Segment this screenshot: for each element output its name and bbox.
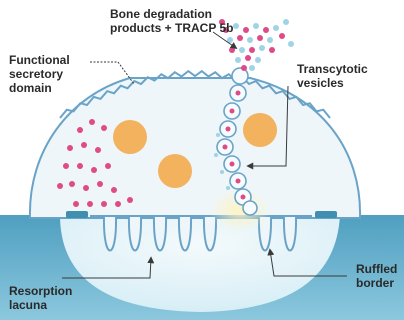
label-line: Bone degradation: [110, 7, 233, 21]
degradation-particle-icon: [255, 57, 261, 63]
degradation-particle-icon: [249, 65, 255, 71]
granule-icon: [77, 127, 83, 133]
degradation-particle-icon: [259, 45, 265, 51]
granule-icon: [87, 201, 93, 207]
label-line: Ruffled: [356, 262, 397, 276]
granule-icon: [69, 181, 75, 187]
label-resorption-lacuna: Resorption lacuna: [9, 284, 72, 312]
degradation-particle-icon: [273, 25, 279, 31]
granule-icon: [101, 201, 107, 207]
vesicle-cargo-icon: [236, 91, 241, 96]
degradation-particle-icon: [269, 47, 275, 53]
granule-icon: [95, 147, 101, 153]
granule-icon: [111, 187, 117, 193]
label-line: lacuna: [9, 298, 72, 312]
degradation-particle-icon: [245, 55, 251, 61]
nucleus-icon: [113, 120, 147, 154]
degradation-particle-icon: [283, 19, 289, 25]
vesicle-cargo-icon: [223, 145, 228, 150]
vesicle-icon: [243, 201, 257, 215]
granule-icon: [73, 201, 79, 207]
granule-icon: [97, 181, 103, 187]
label-line: Functional: [9, 53, 70, 67]
label-line: vesicles: [297, 76, 368, 90]
label-line: secretory: [9, 67, 70, 81]
granule-icon: [77, 163, 83, 169]
vesicle-dot-icon: [214, 153, 218, 157]
vesicle-cargo-icon: [236, 179, 241, 184]
vesicle-cargo-icon: [226, 127, 231, 132]
granule-icon: [115, 201, 121, 207]
label-ruffled-border: Ruffled border: [356, 262, 397, 290]
label-secretory-domain: Functional secretory domain: [9, 53, 70, 95]
granule-icon: [91, 167, 97, 173]
cell-body: [30, 78, 360, 218]
label-line: border: [356, 276, 397, 290]
granule-icon: [127, 197, 133, 203]
degradation-particle-icon: [237, 35, 243, 41]
sealing-zone-left: [66, 211, 88, 218]
granule-icon: [83, 185, 89, 191]
degradation-particle-icon: [257, 35, 263, 41]
degradation-particle-icon: [239, 47, 245, 53]
nucleus-icon: [243, 113, 277, 147]
granule-icon: [57, 183, 63, 189]
granule-icon: [101, 125, 107, 131]
vesicle-cargo-icon: [230, 162, 235, 167]
degradation-particle-icon: [247, 37, 253, 43]
nucleus-icon: [158, 154, 192, 188]
degradation-particle-icon: [241, 65, 247, 71]
degradation-particle-icon: [235, 57, 241, 63]
degradation-particle-icon: [263, 27, 269, 33]
granule-icon: [81, 142, 87, 148]
degradation-particle-icon: [253, 23, 259, 29]
degradation-particle-icon: [267, 37, 273, 43]
granule-icon: [63, 163, 69, 169]
granule-icon: [105, 163, 111, 169]
vesicle-dot-icon: [220, 170, 224, 174]
degradation-particle-icon: [288, 41, 294, 47]
degradation-particle-icon: [233, 23, 239, 29]
degradation-particle-icon: [249, 47, 255, 53]
vesicle-dot-icon: [226, 186, 230, 190]
label-degradation-products: Bone degradation products + TRACP 5b: [110, 7, 233, 35]
granule-icon: [89, 119, 95, 125]
vesicle-cargo-icon: [230, 109, 235, 114]
label-line: Resorption: [9, 284, 72, 298]
sealing-zone-right: [315, 211, 337, 218]
degradation-particle-icon: [229, 47, 235, 53]
vesicle-dot-icon: [216, 133, 220, 137]
degradation-particle-icon: [279, 33, 285, 39]
degradation-particle-icon: [243, 27, 249, 33]
label-transcytotic-vesicles: Transcytotic vesicles: [297, 62, 368, 90]
granule-icon: [67, 145, 73, 151]
label-line: Transcytotic: [297, 62, 368, 76]
vesicle-cargo-icon: [241, 195, 246, 200]
label-line: domain: [9, 81, 70, 95]
label-line: products + TRACP 5b: [110, 21, 233, 35]
